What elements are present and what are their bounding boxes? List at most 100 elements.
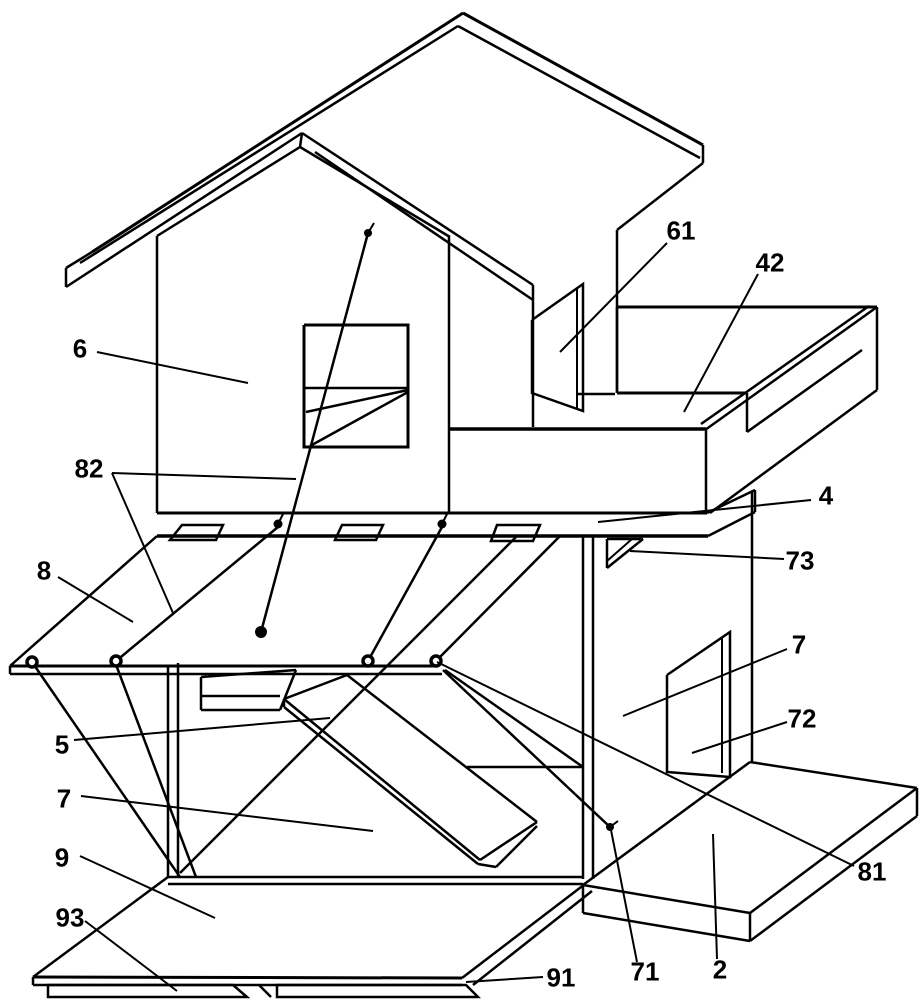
leader-line-61: [559, 242, 668, 353]
tab-divider: [258, 984, 272, 998]
roof-ridge-mid: [79, 24, 459, 265]
roof-right-eave: [301, 131, 534, 287]
hinge-bracket-1: [167, 523, 225, 542]
leader-line-82-1: [111, 472, 174, 614]
leader-line-91: [465, 976, 544, 983]
ramp-thickness: [283, 706, 479, 865]
figure-label-82: 82: [75, 453, 104, 483]
ramp-top-end: [283, 673, 348, 701]
leader-line-42: [683, 273, 759, 413]
balcony-rim-outer: [704, 305, 878, 432]
platform-dot-center-dot: [255, 626, 267, 638]
figure-label-91: 91: [547, 962, 576, 992]
roof-left-tip-top: [65, 250, 93, 270]
leader-line-2: [712, 833, 718, 960]
figure-label-6: 6: [73, 333, 87, 363]
floor9-right-bottom: [472, 890, 593, 986]
balcony-floor-front: [746, 348, 863, 434]
leader-line-73: [629, 550, 785, 560]
figure-label-7: 7: [792, 629, 806, 659]
leader-line-7: [80, 795, 374, 832]
figure-label-71: 71: [631, 956, 660, 986]
cord-right: [366, 526, 444, 662]
post-pin-71-dot: [606, 823, 614, 831]
shelf-right-end: [278, 669, 298, 711]
platform2-bottom-right: [749, 814, 918, 943]
roof-pin-dot: [364, 229, 372, 237]
lower-wall-diag-1: [30, 661, 182, 878]
ramp-left-edge: [283, 698, 481, 861]
leader-line-81: [436, 661, 855, 867]
band-pin-left-dot: [273, 519, 283, 529]
roof-right-top: [462, 11, 704, 147]
platform-ring-corner-left-dot: [25, 655, 39, 669]
floor9-right-top: [461, 883, 586, 979]
leader-line-5: [73, 717, 331, 741]
platform2-back-left: [582, 760, 751, 887]
platform2-bottom-left: [582, 911, 751, 943]
ramp-right-edge: [346, 674, 538, 823]
roof-left-eave: [65, 131, 303, 289]
figure-label-7: 7: [57, 783, 71, 813]
band-pin-right-dot: [437, 519, 447, 529]
figure-label-9: 9: [55, 842, 69, 872]
platform-ring-corner-right-dot: [429, 654, 443, 668]
leader-line-72: [691, 721, 788, 754]
platform8-lower-right-edge: [444, 668, 584, 769]
leader-line-71: [610, 829, 638, 963]
roof-right-underside: [616, 162, 704, 231]
platform-ring-left-dot: [109, 654, 123, 668]
ramp-foot: [477, 862, 497, 869]
band-end-bottom: [707, 510, 756, 538]
roof-ridge-front: [298, 132, 304, 148]
lower-wall-diag-2: [113, 661, 198, 878]
platform-ring-mid-dot: [361, 654, 375, 668]
leader-line-82: [111, 472, 297, 480]
gable-right-slope: [299, 145, 451, 239]
roof-ridge-top: [91, 11, 464, 254]
figure-label-8: 8: [37, 555, 51, 585]
window-frame: [302, 323, 410, 449]
figure-label-93: 93: [56, 902, 85, 932]
leader-line-93: [84, 920, 178, 992]
figure-label-42: 42: [756, 247, 785, 277]
platform2-back-right: [749, 760, 918, 790]
figure-label-4: 4: [819, 480, 834, 510]
ramp-bottom-end: [479, 820, 538, 862]
platform2-front-right: [749, 786, 918, 915]
door61-panel: [530, 281, 585, 413]
platform8-hinge-edge: [9, 535, 158, 667]
floor9-front-top: [32, 975, 463, 980]
leader-line-7: [622, 648, 788, 717]
platform2-front-left: [582, 883, 751, 915]
leader-line-6: [96, 351, 249, 384]
figure-label-61: 61: [667, 215, 696, 245]
window-diag-1: [305, 388, 409, 414]
figure-label-5: 5: [55, 729, 69, 759]
foot-tab-1: [46, 983, 251, 999]
figure-label-73: 73: [786, 545, 815, 575]
figure-label-81: 81: [858, 856, 887, 886]
cord-roof-to-platform: [259, 232, 370, 633]
cord-left: [115, 526, 279, 662]
floor9-left-edge: [32, 875, 169, 979]
leader-line-4: [597, 499, 812, 523]
lower-wall-diag-3: [179, 536, 517, 874]
foot-tab-2: [275, 983, 482, 999]
figure-label-72: 72: [788, 703, 817, 733]
figure-label-2: 2: [713, 954, 727, 984]
platform8-right-edge: [435, 535, 561, 662]
hinge-bracket-3: [489, 523, 542, 543]
leader-line-9: [79, 855, 216, 919]
balcony-front-bottom: [709, 388, 878, 515]
leader-line-8: [57, 576, 134, 623]
ramp-foot-edge: [495, 825, 538, 868]
door72-panel: [665, 629, 732, 779]
hook73-inner: [606, 538, 633, 562]
balcony-rim-inner: [700, 304, 870, 426]
gable-left-slope: [156, 145, 301, 238]
window-diag-2: [309, 390, 409, 448]
cord-corner-to-pin71: [442, 669, 611, 828]
